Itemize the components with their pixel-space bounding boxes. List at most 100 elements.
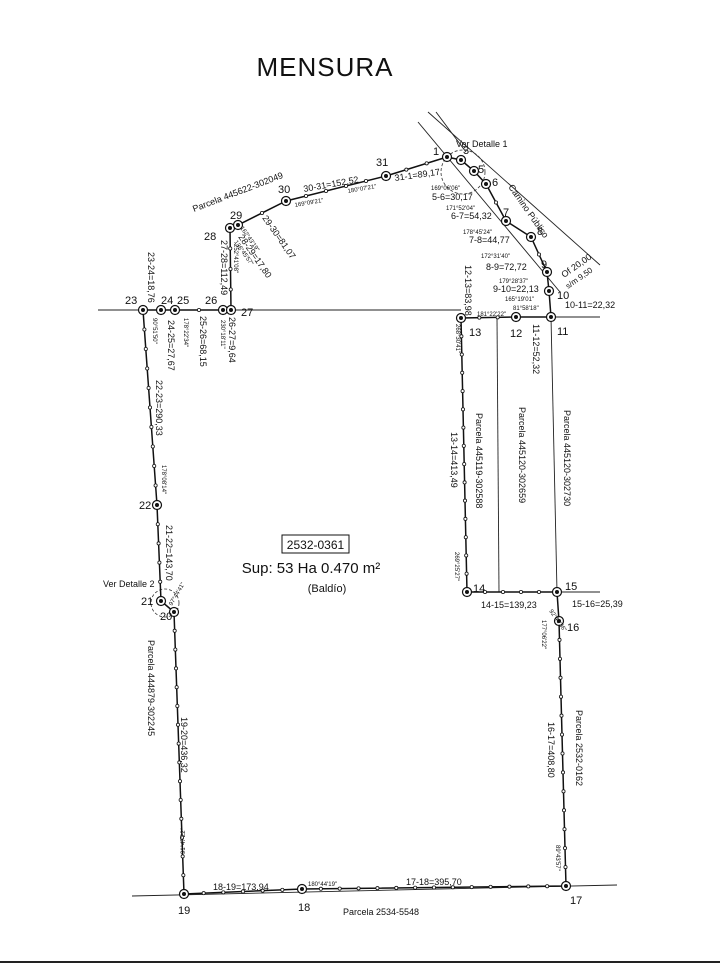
- boundary-tick: [337, 886, 342, 891]
- boundary-tick: [259, 210, 264, 215]
- dimension-label: 23-24=18,76: [146, 252, 156, 303]
- vertex-label: 30: [278, 184, 290, 196]
- boundary-tick: [557, 637, 562, 642]
- dimension-label: 97°44'41": [169, 582, 187, 607]
- boundary-tick: [459, 334, 464, 339]
- vertex-label: 19: [178, 905, 190, 917]
- boundary-tick: [228, 246, 233, 251]
- vertex-label: 26: [205, 295, 217, 307]
- dimension-label: 171°52'04": [446, 206, 475, 212]
- vertex-dot: [155, 503, 159, 507]
- boundary-tick: [176, 741, 181, 746]
- vertex-13: 13: [455, 312, 481, 339]
- dimension-label: 18-19=173,94: [213, 882, 269, 892]
- dimension-label: 17-18=395,70: [406, 877, 462, 887]
- vertex-6: 6: [480, 177, 498, 190]
- boundary-tick: [469, 885, 474, 890]
- dimension-label: Parcela 445119-302588: [474, 413, 484, 508]
- boundary-tick: [142, 327, 147, 332]
- boundary-tick: [173, 666, 178, 671]
- vertex-8: 8: [525, 226, 543, 243]
- boundary-tick: [461, 425, 466, 430]
- dimension-label: 252°41'08": [232, 244, 238, 273]
- vertex-dot: [504, 219, 508, 223]
- vertex-dot: [445, 155, 449, 159]
- road-line-b: [427, 111, 601, 266]
- vertex-30: 30: [278, 184, 292, 207]
- dimension-label: 22-23=290,33: [154, 380, 164, 436]
- boundary-tick: [221, 890, 226, 895]
- vertex-18: 18: [296, 883, 310, 914]
- vertex-label: 24: [161, 295, 173, 307]
- boundary-tick: [519, 590, 524, 595]
- boundary-tick: [562, 827, 567, 832]
- boundary-tick: [240, 889, 245, 894]
- dimension-label: 19-20=436,32: [179, 717, 189, 773]
- boundary-tick: [559, 694, 564, 699]
- vertex-label: 10: [557, 290, 569, 302]
- road-line-c: [435, 111, 467, 153]
- dimension-label: 180°44'19": [308, 882, 337, 888]
- boundary-tick: [394, 885, 399, 890]
- boundary-tick: [201, 891, 206, 896]
- boundary-tick: [147, 405, 152, 410]
- vertex-3: 3: [455, 145, 469, 166]
- vertex-label: 25: [177, 295, 189, 307]
- boundary-tick: [179, 816, 184, 821]
- boundary-tick: [495, 315, 500, 320]
- boundary-tick: [462, 480, 467, 485]
- dimension-label: 29-30=81,07: [260, 213, 297, 260]
- vertex-10: 10: [543, 285, 569, 302]
- dimension-label: 25-26=68,15: [198, 316, 208, 367]
- vertex-dot: [229, 308, 233, 312]
- vertex-dot: [384, 174, 388, 178]
- vertex-31: 31: [376, 157, 392, 182]
- boundary-tick: [558, 656, 563, 661]
- boundary-tick: [158, 579, 163, 584]
- vertex-dot: [159, 308, 163, 312]
- dimension-label: Parcela 445120-302659: [517, 407, 527, 503]
- vertex-label: 9: [541, 259, 547, 271]
- vertex-label: 8: [537, 226, 543, 238]
- boundary-tick: [537, 252, 542, 257]
- dimension-label: 178°22'34": [182, 318, 188, 347]
- boundary-tick: [356, 886, 361, 891]
- vertex-12: 12: [510, 311, 522, 340]
- boundary-tick: [560, 732, 565, 737]
- boundary-tick: [181, 873, 186, 878]
- boundary-tick: [146, 385, 151, 390]
- dimension-label: 81°58'18": [513, 306, 539, 312]
- parcel-area: Sup: 53 Ha 0.470 m²: [242, 560, 380, 577]
- dimension-label: 172°31'40": [481, 254, 510, 260]
- vertex-26: 26: [205, 295, 229, 316]
- boundary-tick: [174, 685, 179, 690]
- vertex-label: 11: [557, 326, 568, 338]
- dimension-label: 10-11=22,32: [565, 300, 615, 310]
- boundary-tick: [323, 188, 328, 193]
- vertex-dot: [228, 226, 232, 230]
- boundary-tick: [156, 541, 161, 546]
- vertex-label: 20: [160, 611, 172, 623]
- vertex-label: 21: [141, 596, 153, 608]
- vertex-label: 1: [433, 146, 439, 158]
- vertex-23: 23: [125, 295, 149, 316]
- boundary-tick: [460, 407, 465, 412]
- vertex-dot: [549, 315, 553, 319]
- vertex-11: 11: [545, 311, 568, 338]
- dimension-label: 269°25'27": [453, 552, 459, 581]
- dimension-label: Camino Público: [506, 182, 550, 239]
- vertex-label: 7: [503, 207, 509, 219]
- boundary-tick: [560, 751, 565, 756]
- boundary-tick: [450, 885, 455, 890]
- vertex-dot: [284, 199, 288, 203]
- plan-title: MENSURA: [256, 52, 394, 82]
- vertex-label: 31: [376, 157, 388, 169]
- dimension-label: 15-16=25,39: [572, 599, 623, 609]
- vertex-label: 3: [463, 145, 469, 157]
- boundary-tick: [463, 535, 468, 540]
- dimension-label: 21-22=143,70: [164, 525, 174, 581]
- dimension-label: Parcela 2534-5548: [343, 907, 419, 917]
- dimension-label: 5-6=30,17: [432, 192, 473, 202]
- vertex-dot: [459, 158, 463, 162]
